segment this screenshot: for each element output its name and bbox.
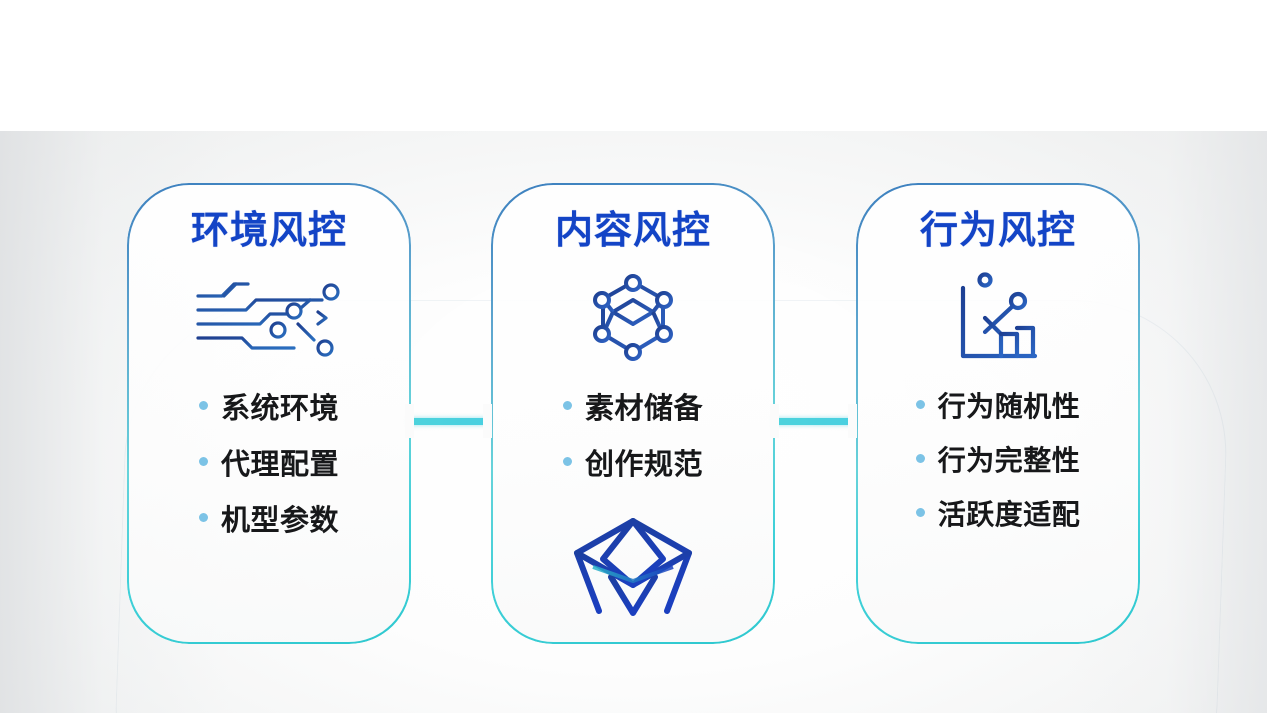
hexagon-network-icon [587,273,679,361]
list-item: 系统环境 [198,385,339,427]
card-title: 环境风控 [190,210,347,252]
bullet-label: 系统环境 [220,392,339,425]
connector-card2-card3 [774,418,854,425]
card-title: 内容风控 [554,210,711,252]
background-top-band [0,0,1267,131]
card-notch-left-card3 [848,404,857,438]
list-item: 活跃度适配 [915,493,1081,533]
card-title: 行为风控 [919,210,1076,252]
gem-w-logo-icon [567,515,699,619]
bullet-list: 系统环境 代理配置 机型参数 [127,385,411,553]
circuit-board-icon [194,275,344,361]
card-notch-right-card2 [770,404,779,438]
card-notch-left-card2 [483,404,492,438]
list-item: 行为完整性 [915,439,1081,479]
bullet-label: 素材储备 [584,392,703,425]
list-item: 行为随机性 [915,385,1081,425]
bullet-label: 机型参数 [220,504,339,537]
list-item: 机型参数 [198,497,339,539]
bullet-label: 活跃度适配 [937,498,1081,530]
bullet-dot-icon [198,513,208,523]
bullet-dot-icon [915,400,925,410]
bullet-list: 行为随机性 行为完整性 活跃度适配 [856,385,1140,547]
bar-chart-analytics-icon [955,272,1041,361]
bullet-dot-icon [562,457,572,467]
bullet-dot-icon [915,454,925,464]
bullet-dot-icon [915,508,925,518]
list-item: 创作规范 [562,441,703,483]
bullet-dot-icon [198,401,208,411]
list-item: 代理配置 [198,441,339,483]
card-content-risk-control[interactable]: 内容风控 [491,183,775,644]
bullet-dot-icon [198,457,208,467]
card-environment-risk-control[interactable]: 环境风控 [127,183,411,644]
bullet-label: 行为随机性 [937,390,1081,422]
bullet-label: 创作规范 [584,448,703,481]
bullet-list: 素材储备 创作规范 [491,385,775,497]
list-item: 素材储备 [562,385,703,427]
bullet-label: 代理配置 [220,448,339,481]
bullet-label: 行为完整性 [937,444,1081,476]
card-behavior-risk-control[interactable]: 行为风控 [856,183,1140,644]
connector-card1-card2 [409,418,489,425]
card-notch-right-card1 [405,404,414,438]
bullet-dot-icon [562,401,572,411]
